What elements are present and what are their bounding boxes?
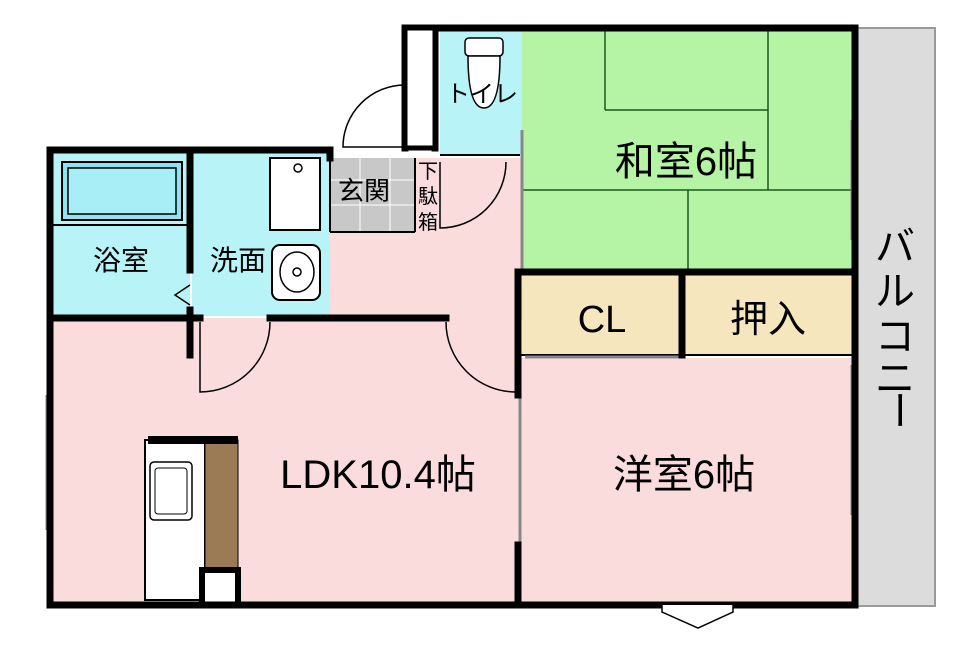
tatami-lines (522, 30, 852, 272)
oshiire-floor (685, 275, 852, 355)
balcony-area (854, 27, 936, 607)
washitsu-label: 和室6帖 (615, 140, 757, 184)
kitchen-sink (149, 461, 193, 521)
ldk-floor (50, 318, 520, 603)
balcony-label-5: ー (876, 390, 920, 430)
shoebox-label-2: 駄 (418, 185, 438, 208)
balcony-label-2: ル (875, 270, 915, 314)
entrance-label: 玄関 (338, 176, 390, 206)
entrance-tiles (330, 158, 415, 232)
oshiire-label: 押入 (730, 299, 806, 341)
partition-lines (52, 154, 852, 356)
closet-label: CL (578, 299, 627, 341)
washitsu-floor (522, 30, 852, 272)
yoshitsu-label: 洋室6帖 (613, 453, 755, 497)
shoebox-label-3: 箱 (418, 211, 438, 234)
shoebox-label-1: 下 (418, 161, 438, 183)
balcony-label-3: コ (875, 315, 915, 359)
balcony-label-4: ニ (875, 357, 915, 401)
walls (46, 24, 859, 609)
ldk-label: LDK10.4帖 (280, 453, 476, 497)
toilet-tank (464, 37, 504, 57)
closet-floor (522, 275, 682, 355)
refrigerator-space (199, 567, 241, 608)
bath-label: 浴室 (93, 245, 149, 276)
entrance-floor (330, 158, 415, 232)
toilet-bowl (467, 55, 501, 109)
washroom-label: 洗面 (210, 245, 266, 276)
washbasin-counter (269, 157, 321, 231)
balcony-label-1: バ (875, 225, 915, 269)
toilet-label: トイレ (446, 81, 518, 108)
door-swings (173, 84, 517, 393)
bay-window (661, 605, 734, 629)
yoshitsu-floor (520, 358, 852, 603)
kitchen-board (204, 439, 239, 569)
